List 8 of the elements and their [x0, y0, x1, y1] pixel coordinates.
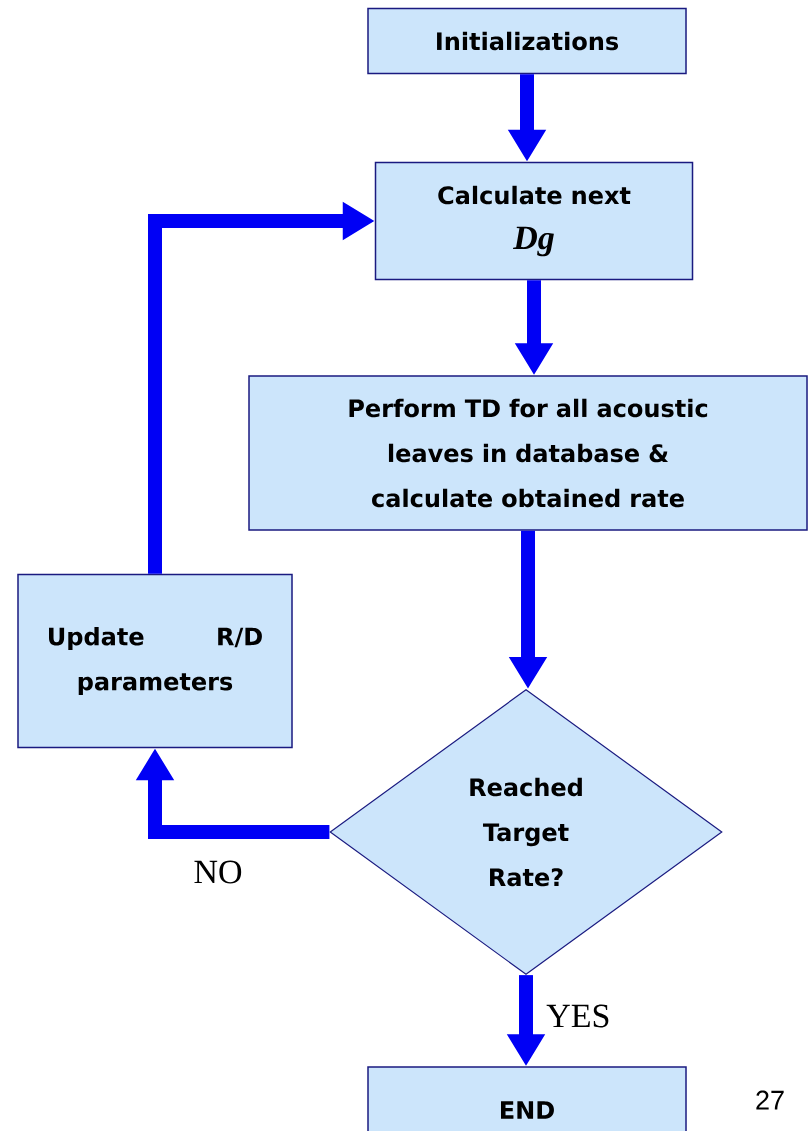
process-box: Calculate next Dg [374, 161, 694, 281]
process-box: END [367, 1066, 687, 1131]
process-box: Update R/D parameters [17, 573, 293, 749]
page-number: 27 [756, 1090, 784, 1110]
edge-label: YES [545, 1003, 612, 1029]
edge-label: NO [192, 859, 244, 885]
process-box: Initializations [367, 7, 687, 75]
process-box: Perform TD for all acoustic leaves in database & calculate obtained rate [248, 375, 808, 531]
